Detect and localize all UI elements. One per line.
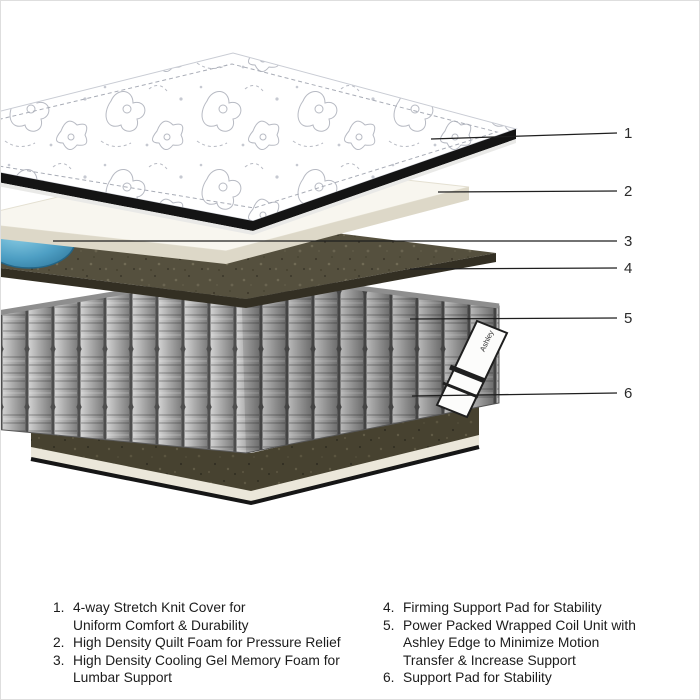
callout-line-4 [409,267,618,270]
coil-block-right-shade [241,273,499,453]
legend-item-text: Support Pad for Stability [403,670,552,685]
callout-line-1 [430,132,618,140]
legend-item-text: 4-way Stretch Knit Cover for Uniform Com… [73,600,249,633]
callout-number-5: 5 [624,310,632,327]
callout-number-2: 2 [624,183,632,200]
ashley-edge-stripe [449,364,486,384]
layer-1-knit-cover [1,52,518,235]
legend-item-5: 5. Power Packed Wrapped Coil Unit with A… [383,617,685,670]
callout-number-3: 3 [624,233,632,250]
legend-item-number: 4. [383,600,395,615]
callout-line-6 [411,392,618,397]
callout-lines [53,132,618,397]
legend-item-number: 2. [53,635,65,650]
legend: 1. 4-way Stretch Knit Cover for Uniform … [53,599,685,687]
legend-item-number: 6. [383,670,395,685]
legend-item-text: Power Packed Wrapped Coil Unit with Ashl… [403,617,636,668]
legend-item-number: 3. [53,652,65,668]
legend-item-6: 6. Support Pad for Stability [383,669,685,687]
legend-item-number: 1. [53,600,65,615]
quilt-foam-side [1,187,469,264]
callout-line-5 [409,317,618,320]
callout-numbers: 1 2 3 4 5 6 [624,125,632,402]
legend-item-3: 3. High Density Cooling Gel Memory Foam … [53,652,363,687]
legend-item-1: 1. 4-way Stretch Knit Cover for Uniform … [53,599,363,634]
mattress-layers-diagram: Ashley [1,52,632,506]
layer-5-coil-unit: Ashley [1,270,509,454]
legend-column-left: 1. 4-way Stretch Knit Cover for Uniform … [53,599,363,687]
knit-cover-black-edge [1,129,516,231]
callout-number-4: 4 [624,260,632,277]
callout-number-6: 6 [624,385,632,402]
callout-number-1: 1 [624,125,632,142]
legend-item-number: 5. [383,617,395,633]
legend-item-text: Firming Support Pad for Stability [403,600,602,615]
legend-column-right: 4. Firming Support Pad for Stability 5. … [383,599,685,687]
support-pad-bottom-edge [30,445,480,506]
layer-6-support-pad [30,401,480,506]
knit-cover-stitch-border [1,63,499,209]
ashley-edge-wedge [435,319,509,419]
ashley-edge-support: Ashley [435,319,509,419]
callout-line-2 [437,190,618,193]
legend-item-2: 2. High Density Quilt Foam for Pressure … [53,634,363,652]
legend-item-text: High Density Cooling Gel Memory Foam for… [73,652,340,686]
legend-item-4: 4. Firming Support Pad for Stability [383,599,685,617]
knit-cover-underside [1,139,516,235]
legend-item-text: High Density Quilt Foam for Pressure Rel… [73,635,341,650]
